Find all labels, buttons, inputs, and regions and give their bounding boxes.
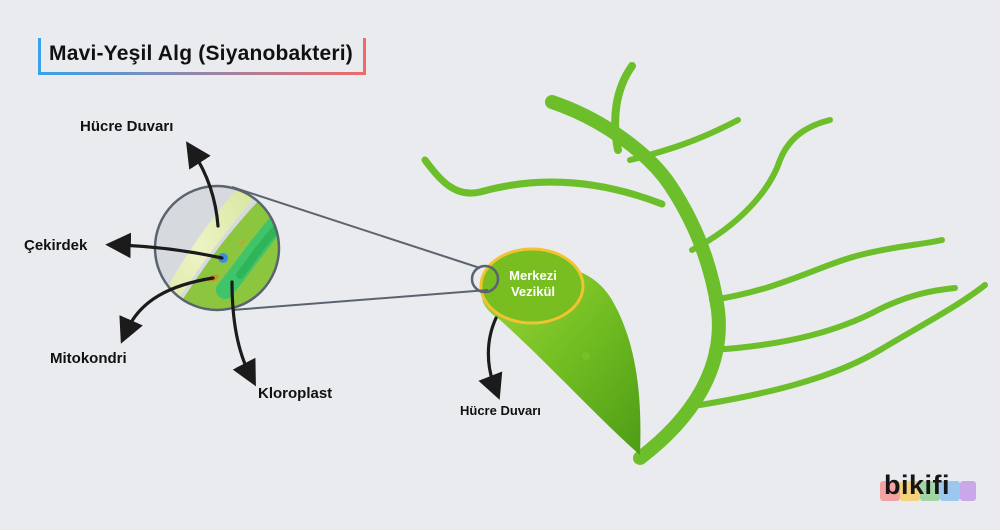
branch-right-1 <box>689 117 833 253</box>
central-vesicle <box>479 247 585 325</box>
arrow-cell-wall-top <box>186 141 220 228</box>
title-box: Mavi-Yeşil Alg (Siyanobakteri) <box>38 38 366 75</box>
label-nucleus: Çekirdek <box>24 237 88 254</box>
zoom-source-ring <box>470 264 500 294</box>
arrow-mitochondria <box>119 276 215 344</box>
zoom-line-bottom <box>231 289 489 311</box>
label-mitochondria: Mitokondri <box>50 350 127 367</box>
label-chloroplast: Kloroplast <box>258 385 333 402</box>
arrow-cell-wall-bottom <box>478 316 503 400</box>
label-central-vesicle-line2: Vezikül <box>510 284 556 299</box>
label-cell-wall-bottom: Hücre Duvarı <box>460 403 541 418</box>
label-arrows <box>105 141 503 400</box>
leaf-cell-dot <box>582 352 590 360</box>
branch-top-2 <box>627 117 741 163</box>
branch-right-2 <box>709 237 945 303</box>
label-central-vesicle-line1: Merkezi <box>509 268 557 283</box>
arrow-chloroplast <box>230 280 256 387</box>
logo-color-bars <box>880 481 976 501</box>
label-cell-wall-top: Hücre Duvarı <box>80 118 174 135</box>
bikifi-logo: bikifi <box>880 470 976 506</box>
branch-right-3 <box>709 285 958 353</box>
logo-text: bikifi <box>884 470 951 500</box>
label-central-vesicle: Merkezi Vezikül <box>492 268 574 300</box>
zoom-line-top <box>231 186 481 269</box>
branch-top-1 <box>611 62 636 154</box>
branch-left <box>421 156 666 208</box>
algae-filament <box>421 62 988 465</box>
arrow-nucleus <box>105 232 224 260</box>
branch-right-4 <box>697 282 988 408</box>
diagram-title: Mavi-Yeşil Alg (Siyanobakteri) <box>49 42 353 65</box>
